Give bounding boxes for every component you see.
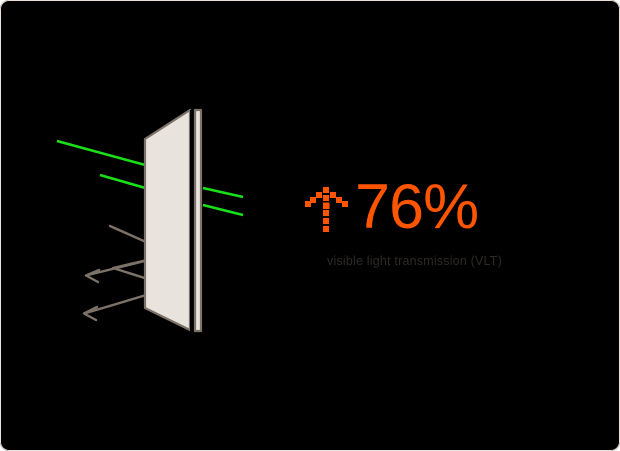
arrowhead-upper-icon bbox=[84, 268, 101, 284]
glass-panel bbox=[143, 108, 203, 333]
reflection-arrowheads bbox=[82, 268, 101, 322]
arrowhead-lower-icon bbox=[82, 305, 99, 322]
panel-gap bbox=[190, 110, 195, 331]
dotted-up-arrow-icon bbox=[305, 186, 348, 232]
vlt-readout: 76% visible light transmission (VLT) bbox=[305, 176, 585, 286]
vlt-value: 76% bbox=[355, 172, 479, 242]
outgoing-light-rays bbox=[202, 186, 244, 217]
vlt-stat-row: 76% bbox=[305, 172, 479, 242]
outgoing-ray-1 bbox=[202, 186, 244, 199]
panel-edge-strip bbox=[193, 108, 203, 333]
vlt-caption: visible light transmission (VLT) bbox=[327, 254, 502, 268]
panel-face bbox=[143, 108, 192, 332]
outgoing-ray-2 bbox=[202, 203, 244, 217]
